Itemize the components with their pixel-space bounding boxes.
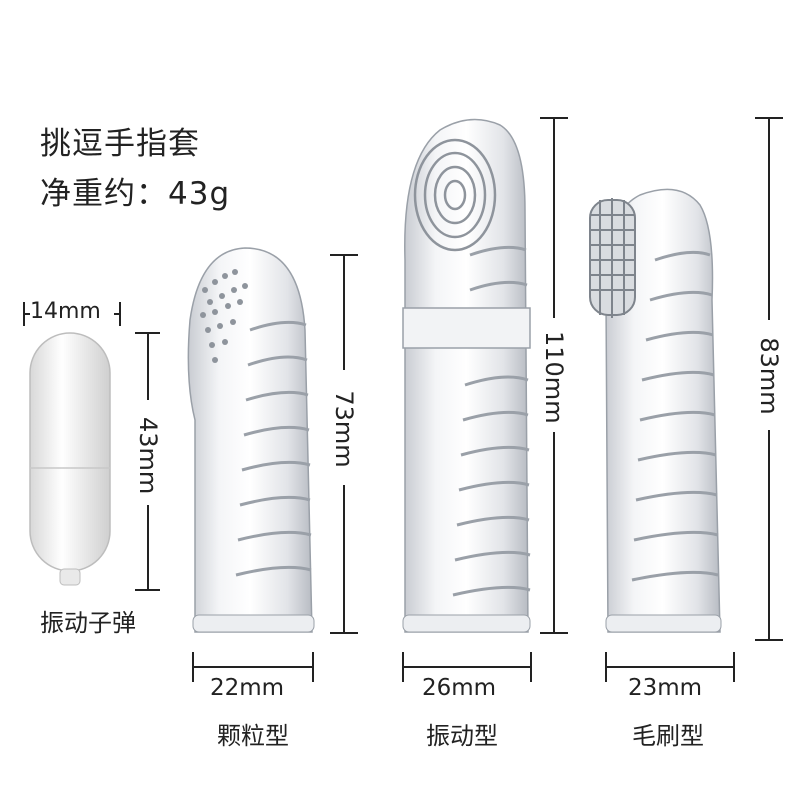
product-title: 挑逗手指套	[40, 126, 200, 162]
sleeve-granule-width-label: 22mm	[210, 675, 285, 701]
dimension-lines	[23, 117, 783, 682]
sleeve-vibrating-name: 振动型	[426, 722, 498, 750]
sleeve-granule-name: 颗粒型	[217, 722, 289, 750]
sleeve-brush-height-label: 83mm	[755, 337, 783, 415]
sleeve-granule-image	[187, 247, 315, 633]
sleeve-brush-name: 毛刷型	[632, 722, 704, 750]
bullet-name: 振动子弹	[40, 609, 136, 637]
sleeve-vibrating-width-label: 26mm	[422, 675, 497, 701]
sleeve-brush-image	[589, 188, 722, 633]
sleeve-granule-height-label: 73mm	[330, 390, 358, 468]
sleeve-vibrating-image	[402, 118, 531, 633]
bullet-width-label: 14mm	[30, 299, 101, 324]
net-weight: 净重约：43g	[40, 176, 231, 212]
sleeve-vibrating-height-label: 110mm	[540, 331, 568, 424]
bullet-height-label: 43mm	[134, 417, 162, 495]
bullet-vibrator-image	[29, 332, 111, 586]
sleeve-brush-width-label: 23mm	[628, 675, 703, 701]
